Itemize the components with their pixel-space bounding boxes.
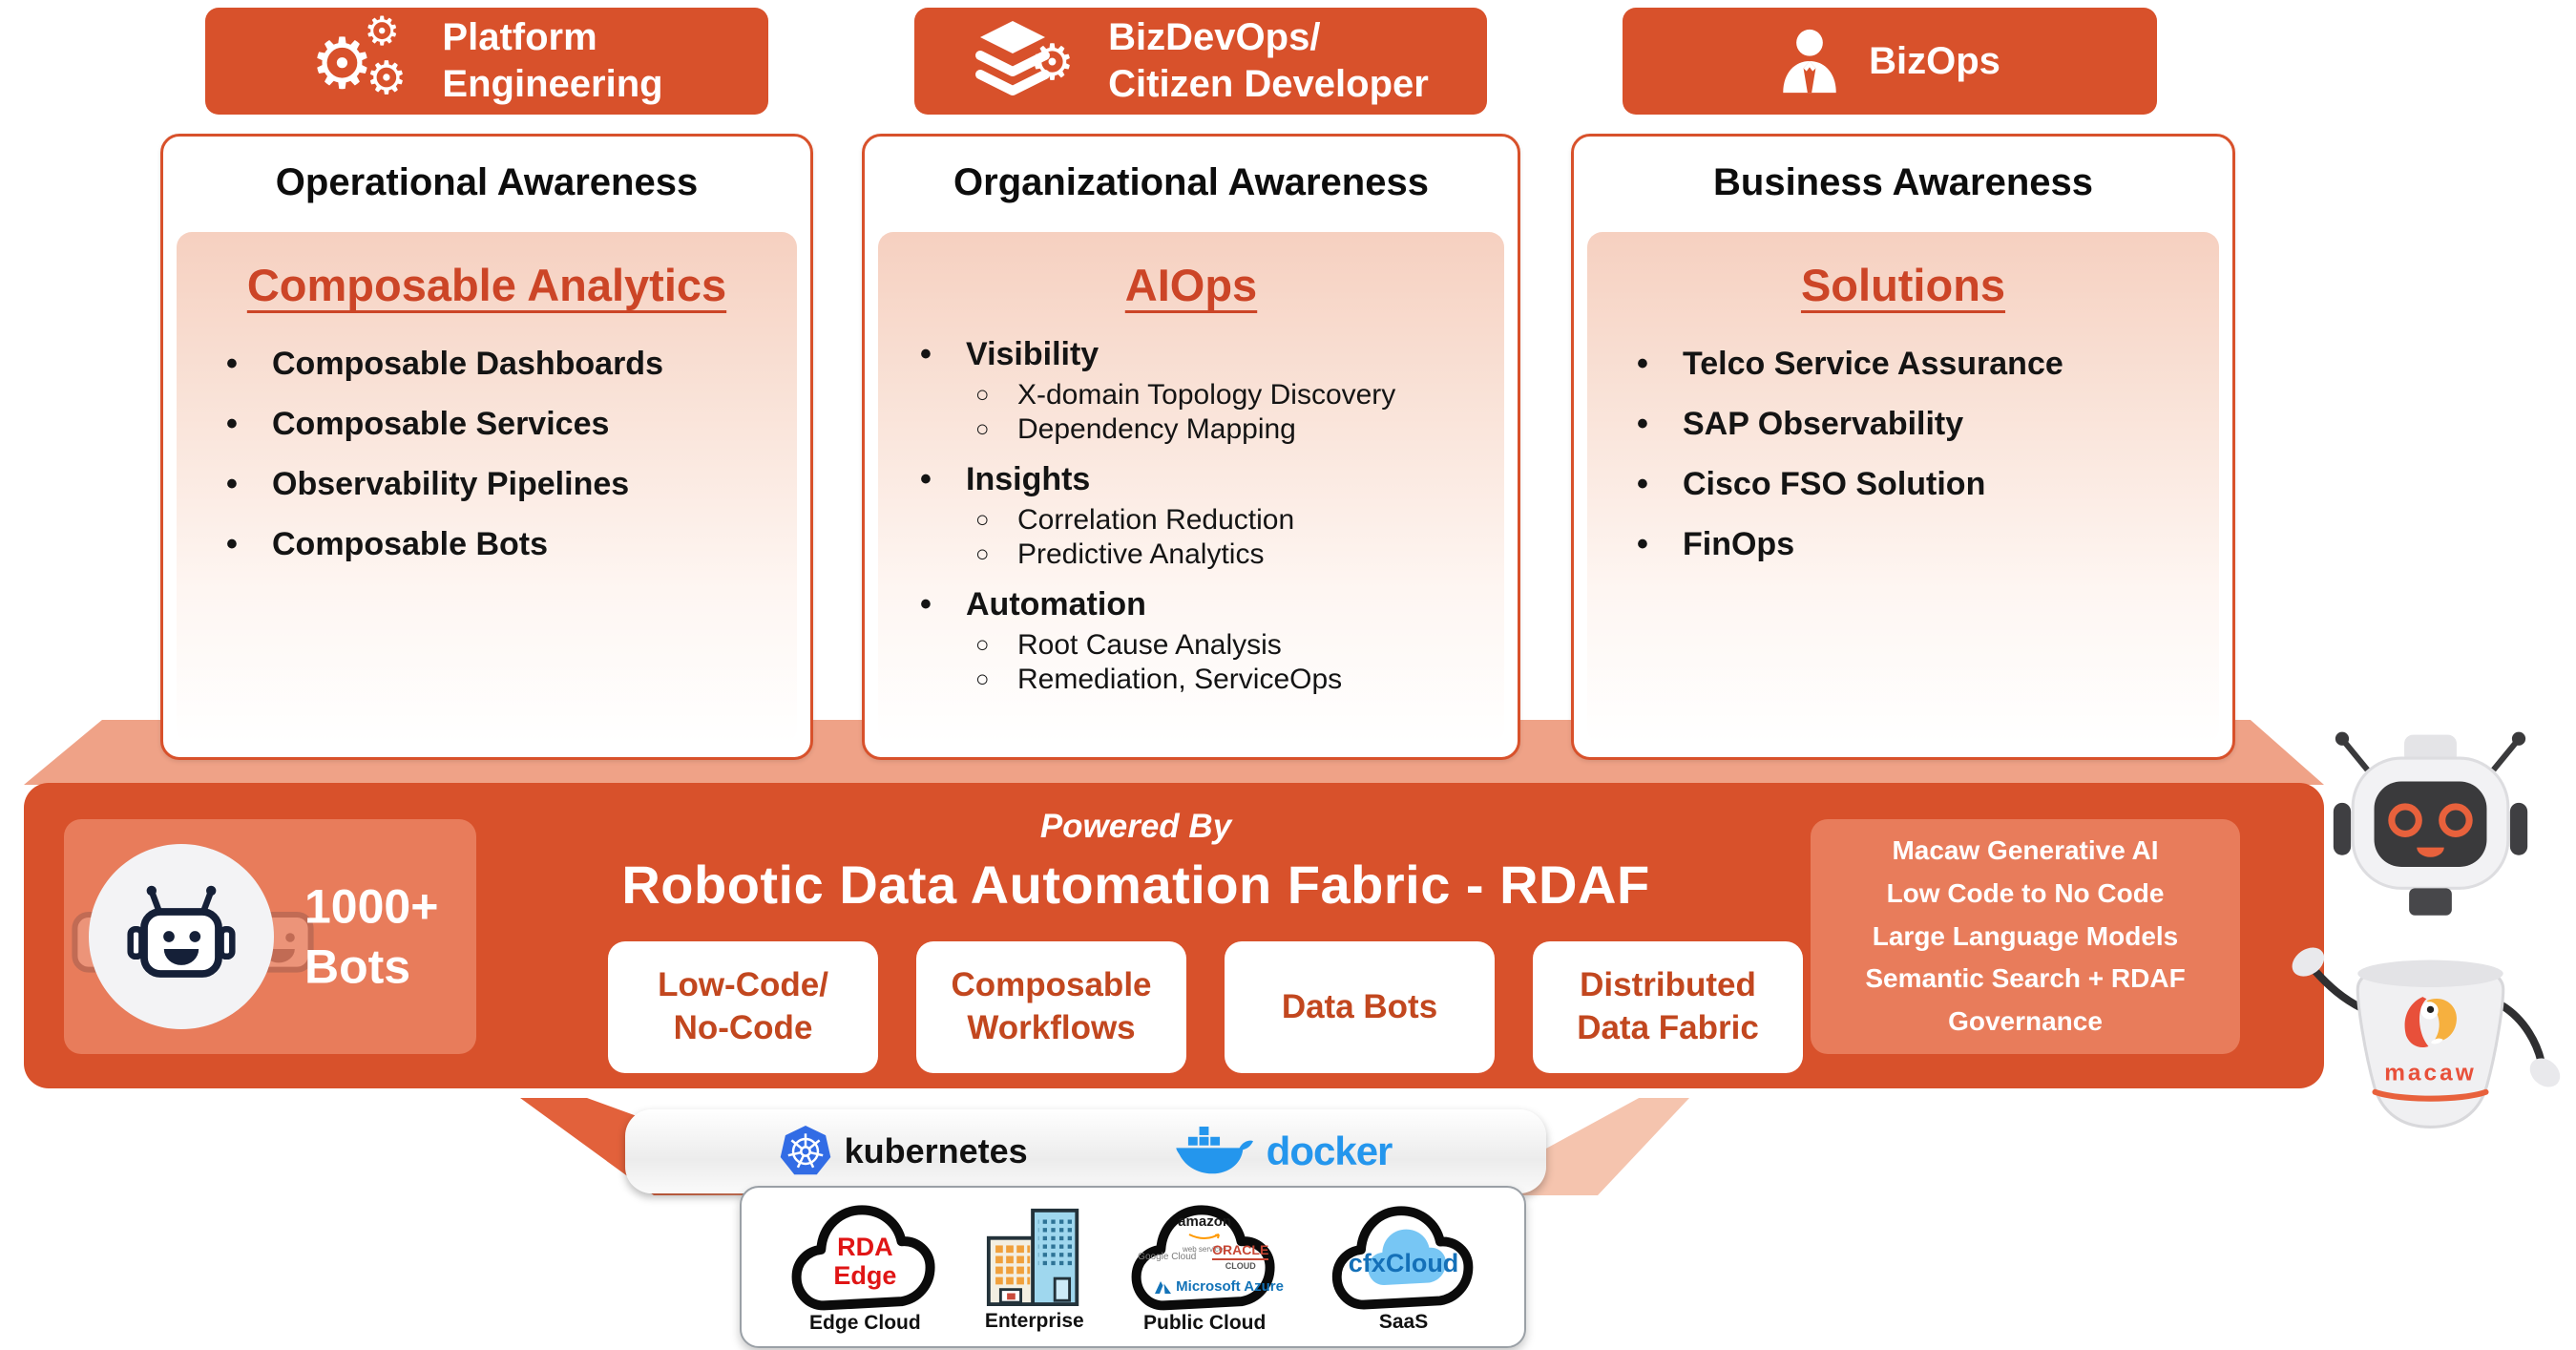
sub-bullet-item: ○X-domain Topology Discovery bbox=[975, 379, 1396, 411]
infra-label: SaaS bbox=[1378, 1311, 1429, 1333]
edge-cloud-icon: RDA Edge bbox=[784, 1199, 946, 1314]
card-operational-awareness: Operational Awareness Composable Analyti… bbox=[160, 134, 813, 760]
gears-icon: ⚙ ⚙ ⚙ bbox=[310, 8, 408, 105]
bullet-item: •Composable Bots bbox=[226, 526, 549, 562]
persona-pill-bizops: BizOps bbox=[1623, 8, 2157, 115]
capability-line: Semantic Search + RDAF bbox=[1865, 963, 2186, 994]
bullet-item: •Insights bbox=[920, 461, 1091, 497]
sub-bullet-item: ○Root Cause Analysis bbox=[975, 629, 1282, 661]
bullet-item: •SAP Observability bbox=[1637, 406, 1964, 442]
rdaf-title: Robotic Data Automation Fabric - RDAF bbox=[621, 854, 1650, 915]
bullet-list: •Visibility ○X-domain Topology Discovery… bbox=[920, 336, 1479, 696]
cfx-blue-cloud bbox=[1367, 1229, 1446, 1285]
bullet-item: •Telco Service Assurance bbox=[1637, 346, 2063, 382]
card-organizational-awareness: Organizational Awareness AIOps •Visibili… bbox=[862, 134, 1520, 760]
infra-label: Edge Cloud bbox=[809, 1312, 921, 1334]
aws-logo: amazon web services bbox=[1178, 1213, 1232, 1254]
rda-edge-label: RDA Edge bbox=[833, 1232, 897, 1290]
infrastructure-box: RDA Edge Edge Cloud bbox=[740, 1186, 1526, 1348]
feature-pill-low-code: Low-Code/No-Code bbox=[608, 941, 878, 1073]
sub-bullet-item: ○Predictive Analytics bbox=[975, 538, 1265, 570]
google-cloud-logo: Google Cloud bbox=[1138, 1252, 1197, 1262]
container-platform-bar: kubernetes docker bbox=[625, 1109, 1546, 1193]
card-title: Business Awareness bbox=[1713, 161, 2093, 203]
docker-label: docker bbox=[1266, 1129, 1393, 1173]
card-business-awareness: Business Awareness Solutions •Telco Serv… bbox=[1571, 134, 2235, 760]
capability-line: Large Language Models bbox=[1872, 920, 2179, 951]
card-heading: AIOps bbox=[1124, 260, 1258, 310]
infra-label: Public Cloud bbox=[1143, 1312, 1267, 1334]
robot-face-badge bbox=[89, 844, 274, 1029]
persona-pill-bizdevops-citizen-developer: ⚙ BizDevOps/ Citizen Developer bbox=[914, 8, 1487, 115]
enterprise-buildings-icon bbox=[986, 1208, 1079, 1306]
card-panel: AIOps •Visibility ○X-domain Topology Dis… bbox=[878, 232, 1504, 744]
card-title: Organizational Awareness bbox=[953, 161, 1429, 203]
microsoft-azure-logo: Microsoft Azure bbox=[1155, 1279, 1284, 1294]
rdaf-band: 1000+ Bots Powered By Robotic Data Autom… bbox=[24, 783, 2324, 1088]
cfx-cloud-icon: cfxCloud bbox=[1326, 1200, 1482, 1313]
band-title-block: Powered By Robotic Data Automation Fabri… bbox=[482, 808, 1790, 916]
bullet-item: •Composable Dashboards bbox=[226, 346, 663, 382]
kubernetes-icon bbox=[780, 1126, 830, 1175]
persona-line1: BizOps bbox=[1869, 39, 2000, 82]
infra-item-public-cloud: amazon web services Google Cloud ORACLE … bbox=[1122, 1199, 1287, 1335]
docker-logo-group: docker bbox=[1171, 1123, 1393, 1180]
card-title: Operational Awareness bbox=[275, 161, 699, 203]
bullet-item: •Observability Pipelines bbox=[226, 466, 630, 502]
infra-item-enterprise: Enterprise bbox=[985, 1201, 1084, 1333]
bullet-list: •Composable Dashboards •Composable Servi… bbox=[226, 346, 772, 563]
kubernetes-label: kubernetes bbox=[844, 1131, 1028, 1171]
capability-line: Governance bbox=[1948, 1006, 2103, 1037]
bullet-item: •Composable Services bbox=[226, 406, 610, 442]
persona-line2: Citizen Developer bbox=[1108, 63, 1429, 105]
bullet-list: •Telco Service Assurance •SAP Observabil… bbox=[1637, 346, 2194, 563]
bullet-item: •Visibility bbox=[920, 336, 1100, 372]
generative-ai-capabilities: Macaw Generative AI Low Code to No Code … bbox=[1811, 819, 2240, 1054]
docker-icon bbox=[1176, 1127, 1253, 1174]
business-person-icon bbox=[1779, 27, 1840, 95]
persona-label: BizDevOps/ Citizen Developer bbox=[1108, 14, 1429, 108]
persona-label: BizOps bbox=[1869, 38, 2000, 85]
layers-gear-icon: ⚙ bbox=[973, 17, 1079, 105]
persona-line2: Engineering bbox=[442, 63, 663, 105]
public-cloud-icon: amazon web services Google Cloud ORACLE … bbox=[1122, 1199, 1287, 1314]
macaw-robot-mascot: macaw bbox=[2292, 731, 2561, 1129]
macaw-brand-text: macaw bbox=[2384, 1061, 2477, 1086]
card-heading: Composable Analytics bbox=[246, 260, 727, 310]
persona-label: Platform Engineering bbox=[442, 14, 662, 108]
bullet-item: •Automation bbox=[920, 586, 1146, 622]
sub-bullet-item: ○Remediation, ServiceOps bbox=[975, 664, 1343, 695]
feature-pill-data-bots: Data Bots bbox=[1225, 941, 1495, 1073]
bullet-item: •Cisco FSO Solution bbox=[1637, 466, 1986, 502]
persona-line1: Platform bbox=[442, 16, 597, 59]
bots-count: 1000+ Bots bbox=[304, 879, 439, 994]
cfx-cloud-label: cfxCloud bbox=[1348, 1248, 1459, 1277]
sub-bullet-item: ○Dependency Mapping bbox=[975, 413, 1296, 445]
oracle-cloud-logo: ORACLE CLOUD bbox=[1212, 1242, 1269, 1271]
sub-bullet-item: ○Correlation Reduction bbox=[975, 504, 1295, 536]
capability-line: Low Code to No Code bbox=[1886, 877, 2165, 908]
persona-line1: BizDevOps/ bbox=[1108, 16, 1321, 59]
macaw-parrot-logo bbox=[2404, 997, 2457, 1048]
infra-label: Enterprise bbox=[984, 1310, 1084, 1332]
card-heading: Solutions bbox=[1800, 260, 2006, 310]
capability-line: Macaw Generative AI bbox=[1892, 835, 2159, 865]
card-panel: Solutions •Telco Service Assurance •SAP … bbox=[1587, 232, 2219, 744]
infra-item-saas: cfxCloud SaaS bbox=[1326, 1200, 1482, 1334]
persona-pill-platform-engineering: ⚙ ⚙ ⚙ Platform Engineering bbox=[205, 8, 768, 115]
bots-badge: 1000+ Bots bbox=[64, 819, 476, 1054]
card-panel: Composable Analytics •Composable Dashboa… bbox=[177, 232, 797, 744]
infra-item-edge-cloud: RDA Edge Edge Cloud bbox=[784, 1199, 946, 1335]
powered-by-text: Powered By bbox=[1039, 808, 1232, 845]
robot-face-icon bbox=[127, 885, 236, 978]
kubernetes-logo-group: kubernetes bbox=[780, 1126, 1028, 1177]
bullet-item: •FinOps bbox=[1637, 526, 1795, 562]
